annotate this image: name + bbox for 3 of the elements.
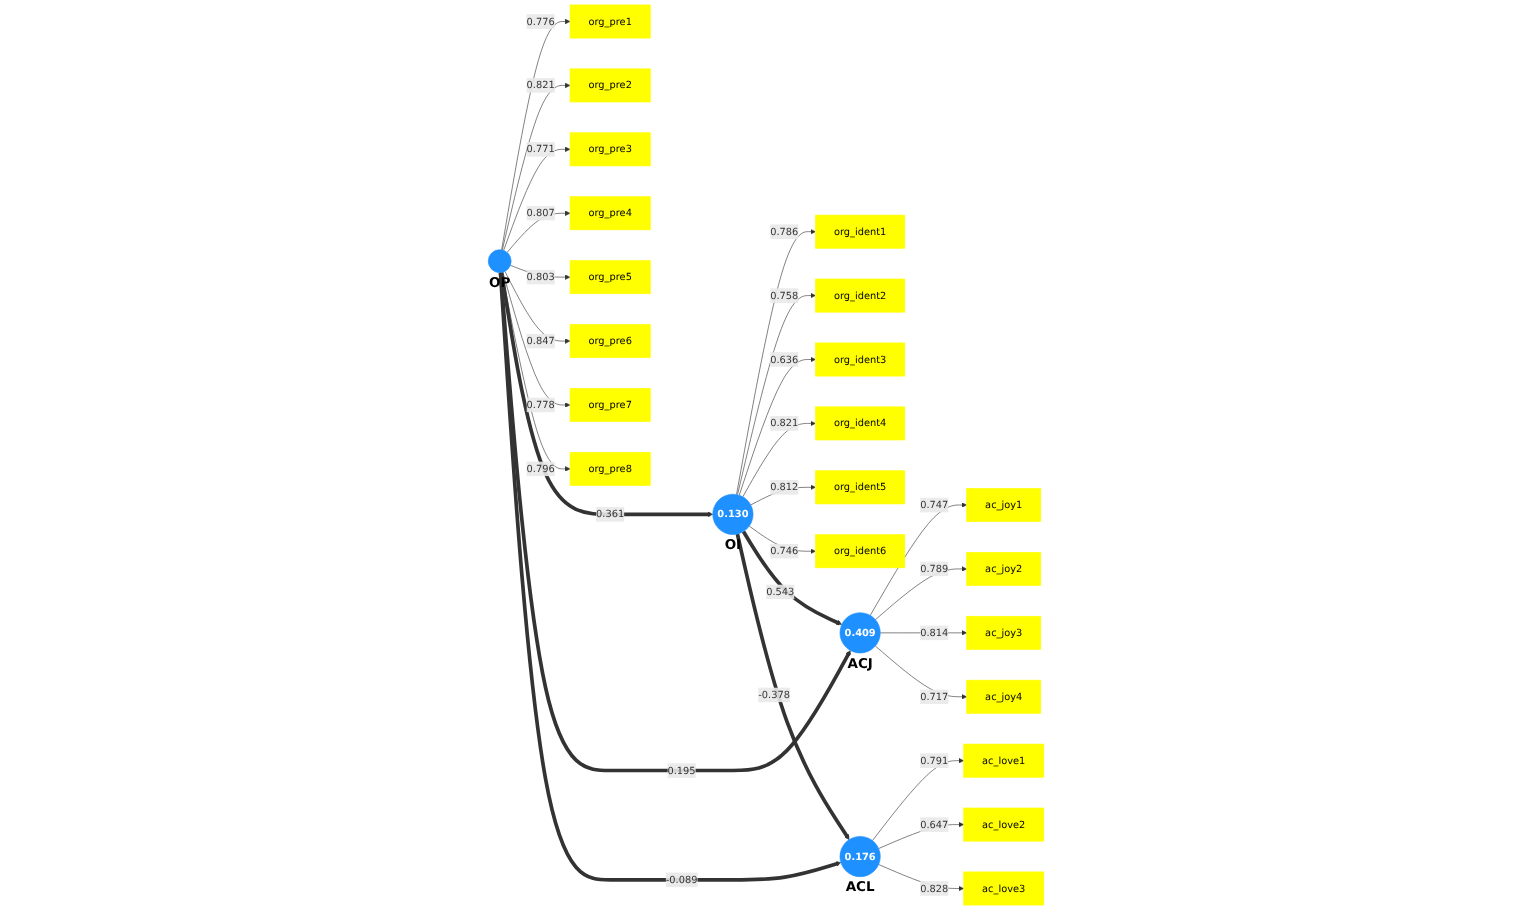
arrow — [735, 533, 850, 840]
node-circle — [487, 249, 512, 273]
arrow — [741, 530, 842, 626]
